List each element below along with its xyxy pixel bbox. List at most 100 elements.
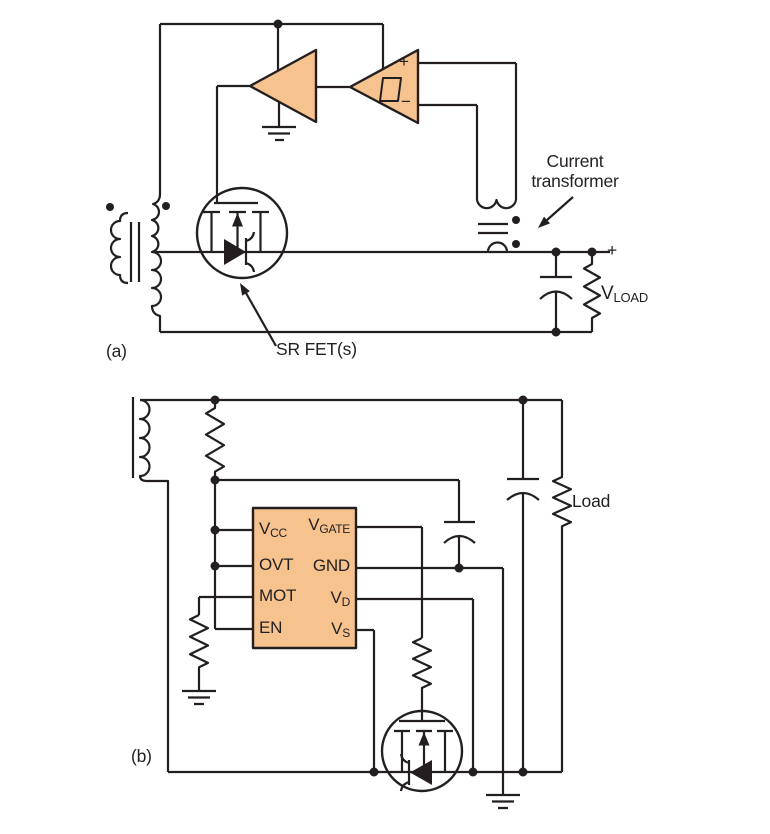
- current-transformer-label: Current transformer: [505, 151, 645, 191]
- sync-fet-diode-bar: [399, 753, 411, 792]
- junction-dot: [551, 247, 561, 257]
- pin-vd-sub: D: [341, 595, 351, 609]
- sr-fet-body-diode: [224, 239, 246, 265]
- primary-winding-a: [109, 211, 129, 285]
- circuit-a: [106, 19, 610, 347]
- ct-arrowhead-icon: [538, 216, 550, 228]
- junction-dot: [518, 395, 528, 405]
- current-transformer: [475, 198, 518, 253]
- ic-pin-label-en: EN: [259, 618, 282, 637]
- pin-vcc-sub: CC: [270, 526, 287, 540]
- polarity-dot-secondary-a: [162, 202, 170, 210]
- pin-vgate-main: V: [308, 515, 320, 534]
- sr-fet-circle: [195, 186, 289, 280]
- gate-resistor-shape: [411, 637, 433, 721]
- sr-fet-contacts: [203, 210, 269, 252]
- pin-vd-main: V: [330, 588, 342, 607]
- transformer-b: [131, 397, 170, 772]
- junction-dot: [210, 525, 220, 535]
- wire-top-rail-a: [160, 22, 385, 74]
- sr-fet-arrow-line: [245, 292, 277, 347]
- transformer-core-a: [129, 222, 141, 282]
- pin-gnd-main: GND: [312, 556, 350, 575]
- ct-primary-turn: [486, 241, 509, 253]
- output-capacitor-b: [506, 400, 540, 772]
- wire-comparator-plus-input: [418, 61, 518, 200]
- wire-node-to-cap: [215, 478, 461, 522]
- junction-dots-a: [106, 19, 597, 337]
- vload-sub: LOAD: [613, 290, 649, 305]
- ground-icon-mot: [182, 689, 216, 706]
- wire-comparator-minus-input: [418, 103, 479, 200]
- pin-ovt-main: OVT: [259, 555, 294, 574]
- circuit-b: [131, 395, 573, 810]
- ground-icon-buffer: [262, 125, 296, 142]
- pin-en-main: EN: [259, 618, 283, 637]
- wire-pin-vs: [356, 628, 376, 772]
- ic-pin-label-vgate: VGATE: [308, 515, 350, 536]
- circuit-a-label: (a): [106, 341, 127, 361]
- circuit-b-label: (b): [131, 746, 152, 766]
- vload-main: V: [601, 283, 614, 304]
- capacitor-a-shape: [539, 252, 573, 332]
- callout-sr-fet: [240, 283, 277, 347]
- junction-dot: [210, 395, 220, 405]
- vload-label: VLOAD: [601, 283, 649, 305]
- ic-pin-label-vs: VS: [331, 619, 350, 640]
- sr-fet-body-arrow-icon: [232, 213, 243, 227]
- wire-pin-gnd: [356, 566, 505, 795]
- wire-pin-vd: [356, 597, 475, 772]
- ct-arrow-line: [546, 196, 574, 221]
- hysteresis-icon: [379, 77, 402, 102]
- junction-dot: [210, 561, 220, 571]
- sync-fet-body-arrow-icon: [418, 732, 430, 746]
- pin-vcc-main: V: [259, 519, 271, 538]
- ground-icon-ic: [486, 793, 520, 810]
- vcc-capacitor-b: [443, 520, 476, 568]
- ct-secondary-winding: [475, 198, 518, 210]
- transformer-a: [109, 24, 163, 332]
- ic-pin-label-vd: VD: [330, 588, 351, 609]
- pin-vs-main: V: [331, 619, 343, 638]
- mot-resistor-shape: [188, 614, 210, 691]
- callout-current-transformer: [538, 196, 574, 228]
- wire-gate-drive-a: [215, 84, 250, 203]
- ic-pin-label-gnd: GND: [313, 556, 350, 575]
- sr-fet-label: SR FET(s): [276, 339, 357, 359]
- output-capacitor-b-shape: [506, 400, 540, 772]
- comparator-plus-input-label: +: [399, 52, 409, 71]
- vcc-capacitor-shape: [443, 520, 476, 568]
- polarity-dot-ct-primary: [512, 240, 520, 248]
- junction-dot: [273, 19, 283, 29]
- wire-pin-vgate: [356, 525, 424, 638]
- polarity-dot-primary-a: [106, 203, 114, 211]
- pin-vs-sub: S: [342, 626, 350, 640]
- divider-resistor-b: [204, 400, 226, 480]
- junction-dot: [551, 327, 561, 337]
- junction-dot: [587, 247, 597, 257]
- polarity-dot-ct-secondary: [512, 216, 520, 224]
- current-transformer-label-line1: Current: [546, 151, 604, 171]
- winding-b: [138, 398, 170, 772]
- load-resistor-b-shape: [551, 400, 573, 772]
- comparator: [348, 48, 420, 125]
- gate-driver-buffer: [248, 48, 318, 142]
- pin-mot-main: MOT: [259, 586, 297, 605]
- sync-fet-circle: [380, 709, 464, 793]
- junction-dot: [468, 767, 478, 777]
- gate-resistor-b: [411, 637, 433, 721]
- wire-pin-mot: [197, 595, 253, 615]
- pin-vgate-sub: GATE: [319, 522, 350, 536]
- junction-dot: [369, 767, 379, 777]
- sr-fet-diode-bar: [244, 231, 256, 273]
- sync-fet-contacts: [394, 729, 453, 772]
- buffer-triangle: [248, 48, 318, 124]
- sr-fet-arrowhead-icon: [240, 283, 250, 296]
- divider-resistor-shape: [204, 400, 226, 480]
- ic-pin-label-mot: MOT: [259, 586, 296, 605]
- ic-body: [251, 506, 358, 650]
- output-plus-label: +: [607, 240, 618, 260]
- current-transformer-label-line2: transformer: [531, 170, 619, 191]
